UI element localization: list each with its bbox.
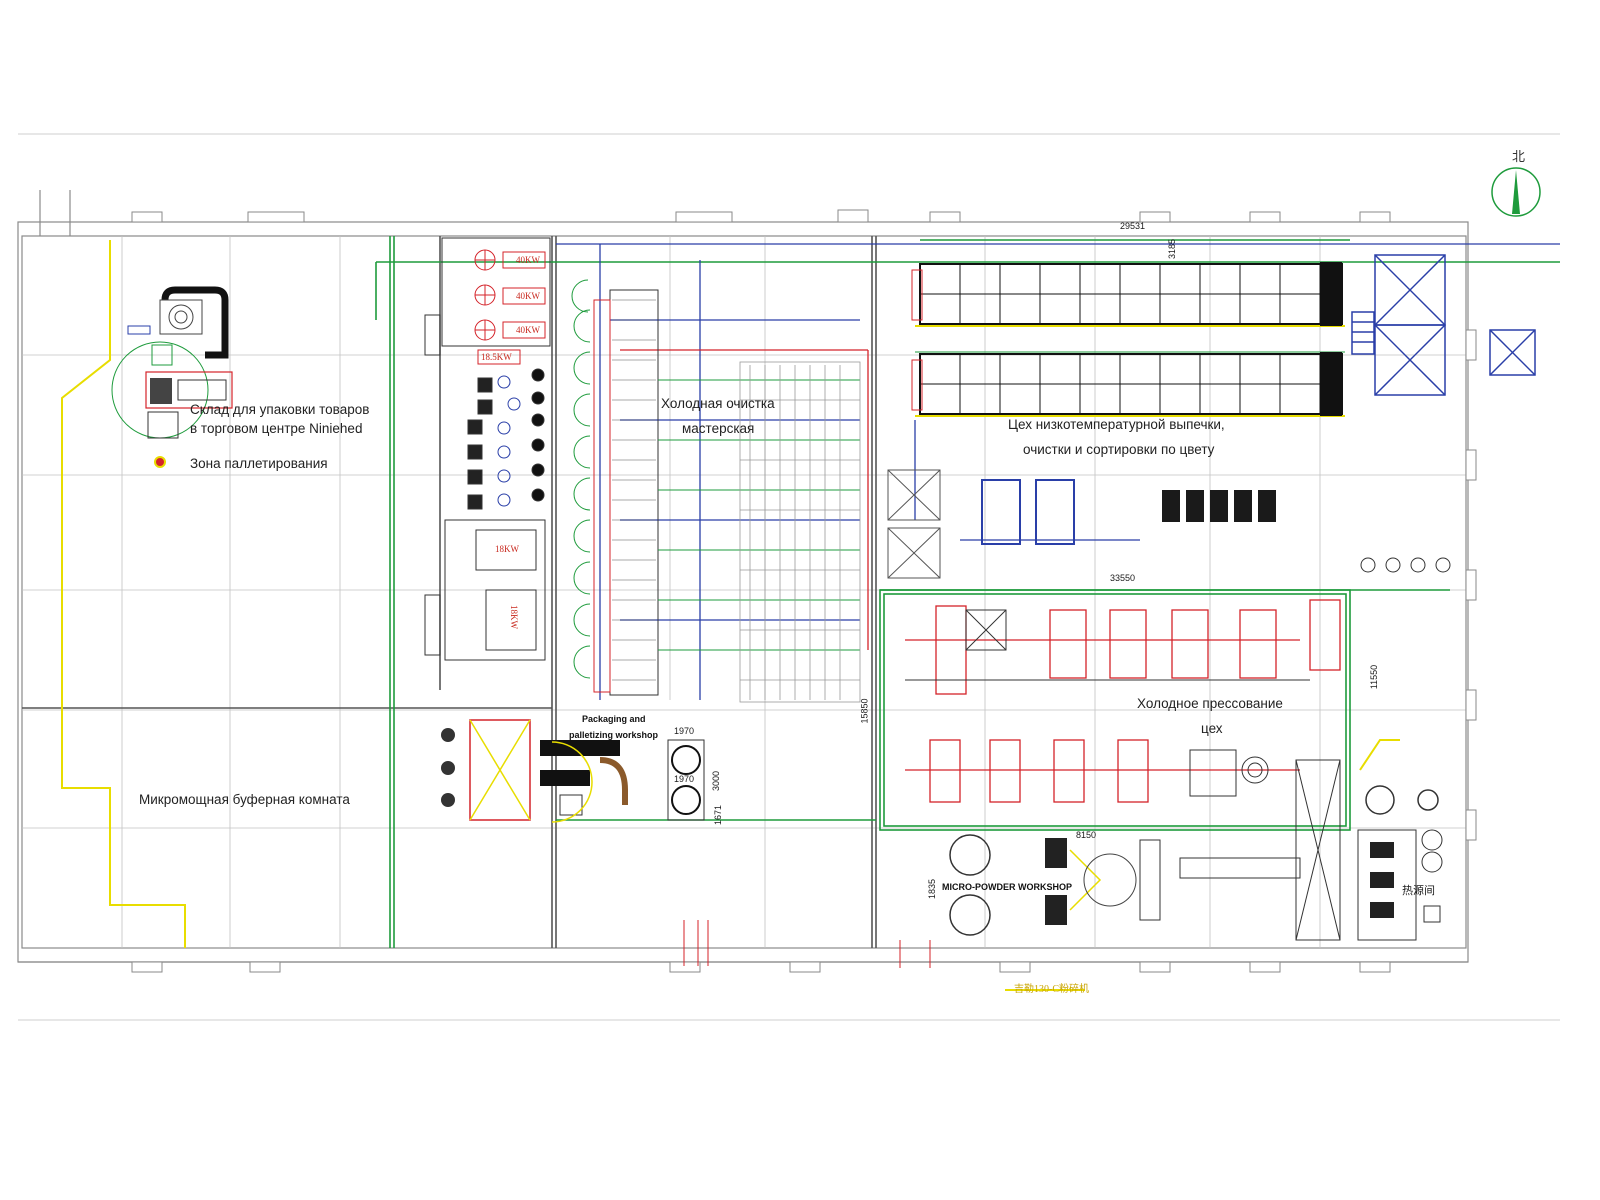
label-low-temp-line2: очистки и сортировки по цвету [1023, 442, 1215, 457]
dim-3185: 3185 [1167, 238, 1178, 260]
cold-cleaning-equipment [571, 279, 861, 703]
palletizing-robot [111, 286, 233, 468]
dim-1835: 1835 [927, 878, 938, 900]
wall-pilasters [131, 209, 1477, 973]
power-tag-1: 40KW [516, 255, 540, 265]
power-tag-4: 18.5KW [481, 352, 512, 362]
red-pipes [620, 349, 1300, 771]
label-yellow-note: 吉勒130-C粉碎机 [1014, 984, 1089, 995]
blue-pipes [556, 243, 1560, 700]
bottom-pipes [683, 920, 931, 968]
micro-powder-equipment [949, 785, 1443, 941]
dim-1970-a: 1970 [674, 726, 695, 736]
dim-11550: 11550 [1369, 664, 1380, 690]
dim-29531: 29531 [1120, 221, 1146, 231]
dim-15850: 15850 [859, 698, 870, 724]
power-tag-2: 40KW [516, 291, 540, 301]
building-walls [17, 190, 1469, 963]
electrical-panels [424, 237, 551, 661]
dim-1970-b: 1970 [674, 774, 695, 784]
packaging-workshop-equipment [441, 719, 705, 823]
label-low-temp-line1: Цех низкотемпературной выпечки, [1008, 417, 1225, 432]
north-arrow [1491, 167, 1541, 217]
cold-press-units [905, 599, 1341, 941]
structural-grid [22, 236, 1466, 948]
label-packing-warehouse-line2: в торговом центре Niniehed [190, 421, 363, 436]
outer-frame [18, 133, 1560, 1021]
dim-8150: 8150 [1076, 830, 1097, 840]
power-tag-5: 18KW [495, 544, 519, 554]
label-cold-press-line1: Холодное прессование [1137, 696, 1283, 711]
label-palletizing-zone: Зона паллетирования [190, 456, 328, 471]
label-packaging-en-line2: palletizing workshop [569, 730, 659, 740]
label-packing-warehouse-line1: Склад для упаковки товаров [190, 402, 370, 417]
dim-33550: 33550 [1110, 573, 1136, 583]
label-cold-press-line2: цех [1201, 721, 1223, 736]
green-zone-lines [375, 236, 1560, 948]
sorting-machines [887, 469, 1451, 579]
label-cold-cleaning-line2: мастерская [682, 421, 755, 436]
yellow-conveyor [61, 240, 1400, 991]
baking-belts [911, 261, 1345, 417]
power-tag-3: 40KW [516, 325, 540, 335]
label-micro-powder-en: MICRO-POWDER WORKSHOP [942, 882, 1072, 892]
label-heat-room: 热源间 [1402, 885, 1435, 897]
label-packaging-en-line1: Packaging and [582, 714, 646, 724]
dim-3000: 3000 [711, 770, 722, 792]
dim-1671: 1671 [713, 804, 724, 826]
label-cold-cleaning-line1: Холодная очистка [661, 396, 775, 411]
cooling-towers [1351, 254, 1536, 396]
power-tag-6: 18KW [509, 605, 519, 629]
north-symbol: 北 [1512, 150, 1526, 165]
label-micro-buffer-room: Микромощная буферная комната [139, 792, 350, 807]
